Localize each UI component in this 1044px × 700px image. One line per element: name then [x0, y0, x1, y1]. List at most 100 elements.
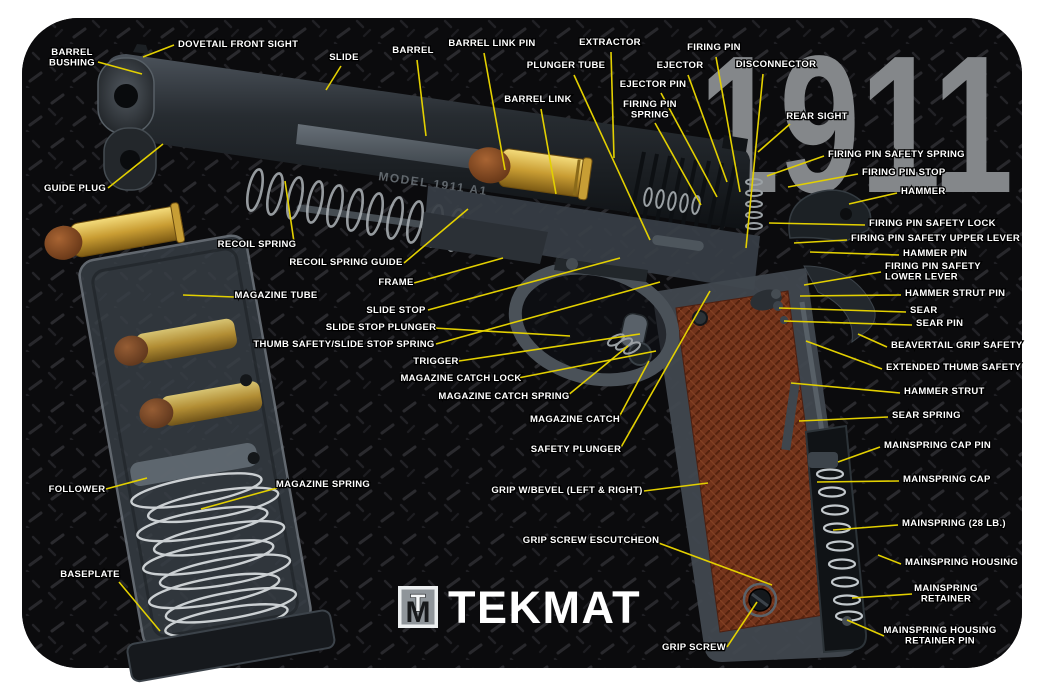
leader-line	[142, 44, 175, 58]
label-magazine-spring: MAGAZINE SPRING	[200, 478, 371, 510]
sear-part	[773, 301, 783, 311]
magazine-inner-edge	[91, 247, 299, 638]
label-dovetail-front-sight: DOVETAIL FRONT SIGHT	[142, 38, 299, 58]
label-plunger-tube: PLUNGER TUBE	[525, 59, 651, 241]
leader-line	[458, 333, 641, 362]
leader-line	[846, 619, 885, 637]
label-text: FIRING PIN SAFETY SPRING	[828, 149, 965, 160]
leader-line	[573, 74, 651, 241]
label-firing-pin-safety-spring: FIRING PIN SAFETY SPRING	[766, 148, 966, 177]
label-hammer-strut-pin: HAMMER STRUT PIN	[799, 287, 1006, 300]
muzzle-bore	[114, 84, 138, 108]
label-trigger: TRIGGER	[412, 333, 641, 368]
label-text: SLIDE STOP	[366, 305, 426, 316]
label-firing-pin-safety-upper-lever: FIRING PIN SAFETY UPPER LEVER	[793, 232, 1021, 245]
label-text: SLIDE	[329, 52, 358, 63]
label-follower: FOLLOWER	[47, 477, 148, 496]
label-ejector: EJECTOR	[655, 59, 728, 183]
label-text: MAINSPRING (28 LB.)	[902, 518, 1006, 529]
frame-assembly	[420, 186, 876, 662]
leader-line	[617, 360, 650, 420]
leader-line	[832, 524, 899, 531]
follower-part	[130, 443, 258, 487]
leader-line	[877, 554, 902, 565]
leader-line	[778, 307, 907, 313]
brand-wordmark: TEKMAT	[448, 582, 641, 633]
label-grip-screw: GRIP SCREW	[661, 601, 758, 654]
leader-line	[660, 92, 718, 198]
label-text: RECOIL SPRING	[218, 239, 297, 250]
grip-screw-slot	[751, 592, 769, 608]
label-text: FIRING PIN STOP	[862, 167, 946, 178]
label-beavertail-grip-safety: BEAVERTAIL GRIP SAFETY	[857, 333, 1024, 352]
label-magazine-catch-spring: MAGAZINE CATCH SPRING	[437, 345, 629, 403]
label-text: EXTENDED THUMB SAFETY	[886, 362, 1021, 373]
leader-line	[182, 294, 235, 298]
logo-t-glyph: T	[411, 590, 426, 617]
leader-line	[757, 123, 791, 153]
leader-line	[435, 281, 661, 345]
label-text: SEAR SPRING	[892, 410, 961, 421]
label-text: RECOIL SPRING GUIDE	[289, 257, 402, 268]
leader-line	[809, 251, 900, 256]
leader-line	[798, 416, 889, 422]
label-text: SLIDE STOP PLUNGER	[326, 322, 437, 333]
leader-line	[816, 480, 900, 483]
leader-line	[643, 482, 709, 492]
magazine-witness-hole	[240, 374, 253, 387]
label-text: BARREL	[392, 45, 433, 56]
rear-sight-part	[722, 135, 748, 152]
label-slide-stop: SLIDE STOP	[365, 257, 621, 317]
label-text: FIRING PIN	[687, 42, 741, 53]
label-text: BARREL LINK PIN	[448, 38, 535, 49]
label-magazine-catch: MAGAZINE CATCH	[529, 360, 650, 426]
label-rear-sight: REAR SIGHT	[757, 110, 849, 153]
label-text: HAMMER	[901, 186, 946, 197]
label-text: MAGAZINE CATCH SPRING	[438, 391, 569, 402]
label-magazine-catch-lock: MAGAZINE CATCH LOCK	[399, 350, 657, 385]
leader-line	[726, 601, 758, 648]
logo-m-glyph: M	[406, 596, 431, 629]
label-barrel-link-pin: BARREL LINK PIN	[447, 37, 537, 171]
label-thumb-safety-slide-stop-spring: THUMB SAFETY/SLIDE STOP SPRING	[252, 281, 661, 351]
slide-stop-pin	[566, 258, 578, 270]
label-text: GRIP SCREW	[662, 642, 726, 653]
label-text: FIRING PIN SAFETY LOCK	[869, 218, 996, 229]
leader-line	[837, 446, 881, 463]
safety-pin	[771, 289, 781, 299]
leader-line	[687, 74, 728, 183]
leader-line	[619, 290, 711, 450]
label-hammer-strut: HAMMER STRUT	[790, 382, 986, 398]
label-text: BASEPLATE	[60, 569, 120, 580]
leader-line	[768, 222, 866, 226]
label-text: EJECTOR	[657, 60, 704, 71]
leader-line	[413, 257, 504, 284]
label-text: GRIP W/BEVEL (LEFT & RIGHT)	[491, 485, 642, 496]
label-mainspring-cap-pin: MAINSPRING CAP PIN	[837, 439, 992, 463]
recoil-spring-part	[245, 168, 465, 252]
label-text: MAINSPRING HOUSING	[905, 557, 1018, 568]
leader-line	[790, 382, 901, 394]
label-text: GUIDE PLUG	[44, 183, 106, 194]
label-text: EJECTOR PIN	[620, 79, 686, 90]
label-text: MAINSPRING CAP	[903, 474, 991, 485]
label-text: GRIP SCREW ESCUTCHEON	[523, 535, 660, 546]
frame-part	[424, 186, 760, 290]
label-text: MAGAZINE TUBE	[234, 290, 317, 301]
magazine-spring-part	[130, 472, 298, 638]
sear-spring-part	[781, 381, 800, 451]
leader-line	[416, 59, 427, 137]
hammer-spur-hole	[840, 208, 852, 220]
leader-line	[655, 541, 773, 586]
leader-line	[857, 333, 888, 348]
label-text: MAGAZINE CATCH LOCK	[400, 373, 521, 384]
leader-line	[851, 593, 913, 599]
leader-line	[200, 487, 278, 510]
label-text: BEAVERTAIL GRIP SAFETY	[891, 340, 1023, 351]
